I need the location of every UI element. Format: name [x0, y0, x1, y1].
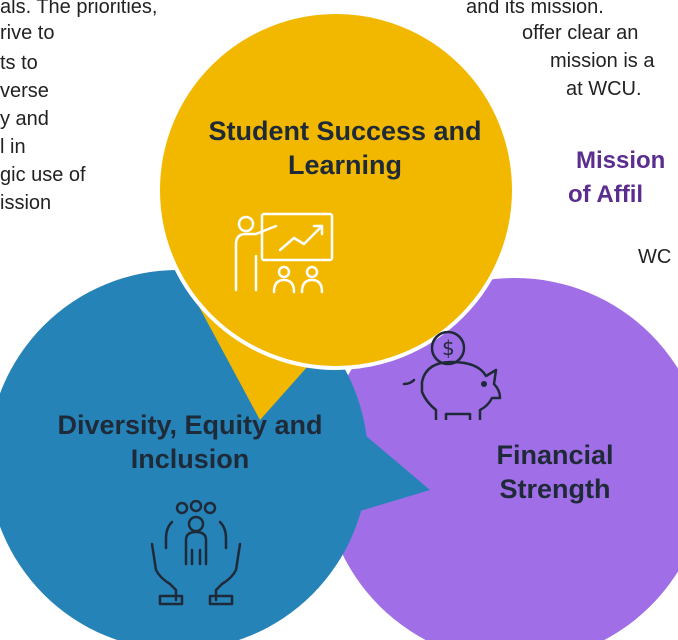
right-text-tail: WC — [638, 246, 672, 268]
mission-heading-line-2: of Affil — [568, 181, 644, 208]
piggy-bank-icon: $ — [402, 330, 502, 420]
svg-text:$: $ — [442, 336, 455, 360]
left-text-line-2: rive to — [0, 22, 55, 44]
right-text-line-4: at WCU. — [566, 78, 642, 100]
left-text-line-1: als. The priorities, — [0, 0, 158, 18]
student-success-title: Student Success and Learning — [208, 116, 482, 180]
left-text-line-6: l in — [0, 136, 26, 158]
left-text-line-8: ission — [0, 192, 52, 214]
presentation-icon — [234, 212, 334, 294]
team-hands-icon — [150, 500, 242, 606]
right-text-line-2: offer clear an — [522, 22, 639, 44]
diversity-equity-title: Diversity, Equity and Inclusion — [57, 410, 323, 474]
financial-strength-title: Financial Strength — [496, 440, 614, 504]
right-text-line-3: mission is a — [550, 50, 655, 72]
left-text-line-5: y and — [0, 108, 49, 130]
mission-heading-line-1: Mission — [576, 147, 666, 174]
left-text-line-3: ts to — [0, 52, 38, 74]
right-text-line-1: and its mission. — [466, 0, 604, 18]
left-text-line-4: verse — [0, 80, 49, 102]
left-text-line-7: gic use of — [0, 164, 86, 186]
